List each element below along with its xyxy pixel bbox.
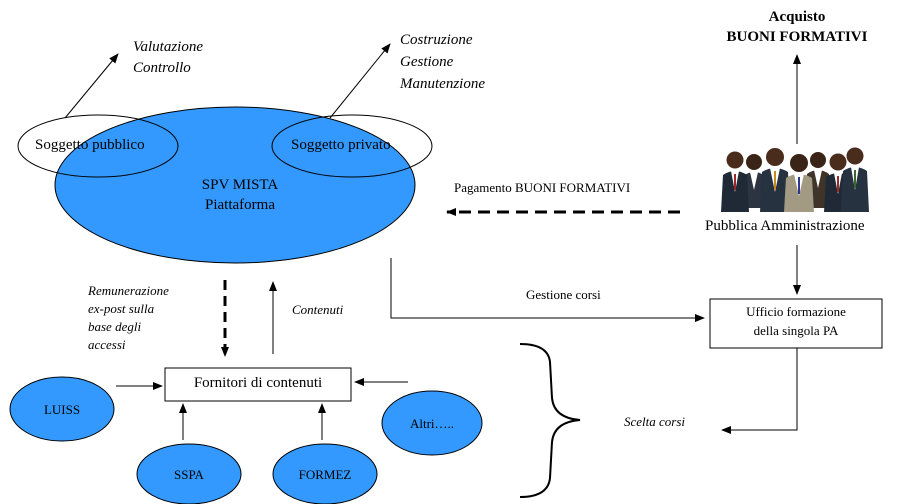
controllo-label: Controllo [133, 60, 191, 76]
arrow-to-costruzione [329, 43, 391, 119]
office-label-line1: Ufficio formazione [746, 304, 846, 319]
costruzione-label: Costruzione [400, 32, 473, 48]
spv-subtitle: Piattaforma [205, 197, 275, 213]
buoni-formativi-label: BUONI FORMATIVI [726, 29, 868, 45]
payment-label: Pagamento BUONI FORMATIVI [454, 180, 631, 195]
providers-box [164, 367, 352, 402]
office-label-line2: della singola PA [753, 323, 839, 338]
remuneration-line1: Remunerazione [88, 283, 169, 298]
remuneration-line4: accessi [88, 337, 126, 352]
providers-label: Fornitori di contenuti [193, 375, 323, 391]
remuneration-line3: base degli [88, 319, 142, 334]
spv-title: SPV MISTA [201, 177, 279, 193]
public-subject-label: Soggetto pubblico [35, 137, 145, 153]
formez-label: FORMEZ [298, 467, 352, 482]
manutenzione-label: Manutenzione [400, 76, 485, 92]
curly-brace [519, 343, 581, 498]
formez-ellipse [272, 443, 378, 504]
luiss-label: LUISS [43, 402, 81, 417]
sspa-label: SSPA [174, 467, 204, 482]
private-subject-ellipse [271, 114, 433, 178]
public-subject-ellipse [17, 114, 179, 178]
course-management-arrow [390, 258, 705, 322]
spv-ellipse [54, 106, 416, 264]
arrow-to-valutazione [64, 53, 119, 119]
luiss-ellipse [9, 376, 115, 442]
pa-label: Pubblica Amministrazione [705, 218, 865, 234]
business-people-group-icon [721, 147, 869, 212]
course-management-label: Gestione corsi [526, 287, 601, 302]
valutazione-label: Valutazione [133, 39, 203, 55]
office-to-choice-arrow [721, 348, 798, 434]
others-ellipse [381, 390, 483, 456]
others-label: Altri….. [409, 416, 455, 431]
contents-label: Contenuti [292, 302, 344, 317]
course-choice-label: Scelta corsi [624, 414, 686, 429]
acquisto-label: Acquisto [768, 9, 826, 25]
private-subject-label: Soggetto privato [291, 137, 391, 153]
gestione-label: Gestione [400, 54, 454, 70]
sspa-ellipse [136, 443, 242, 504]
remuneration-line2: ex-post sulla [88, 301, 155, 316]
office-box [709, 298, 883, 349]
